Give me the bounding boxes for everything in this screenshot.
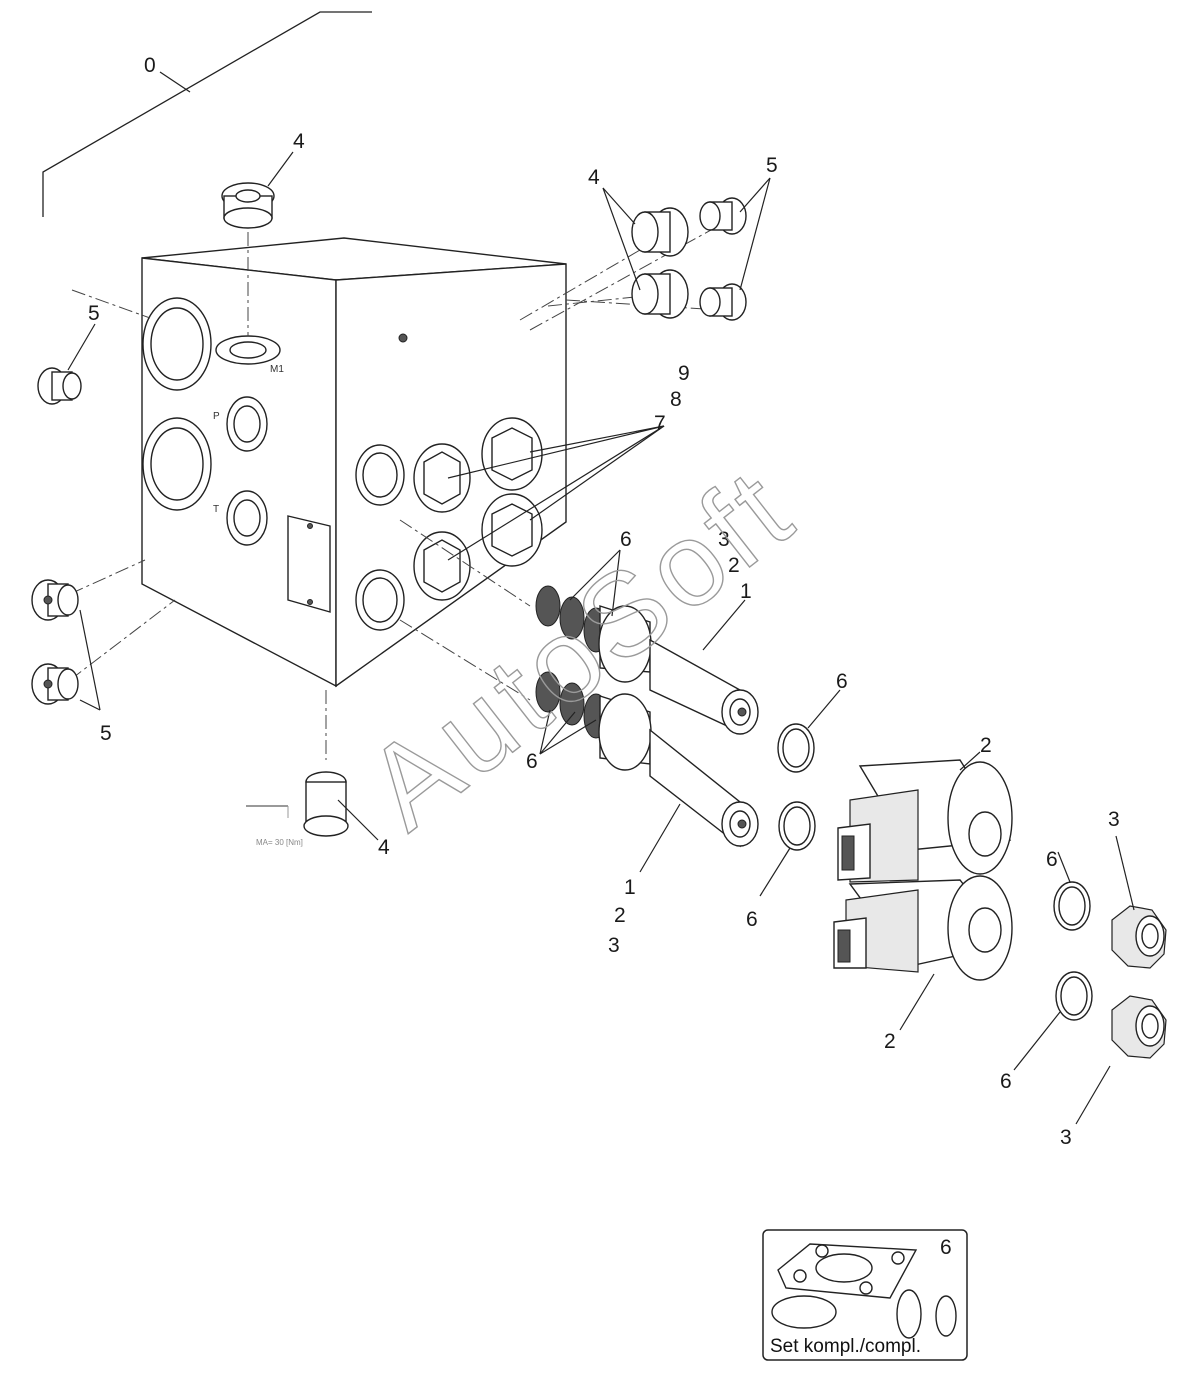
hex-plug [413,531,471,601]
o-ring-right-upper [1053,881,1091,931]
small-plug-left-bottom [31,663,79,705]
callout-1: 1 [740,580,752,603]
solenoid-coil-upper [837,759,1013,883]
callout-2: 2 [614,904,626,927]
port-label-m1: M1 [270,364,284,375]
callout-5: 5 [88,302,100,325]
callout-6: 6 [1046,848,1058,871]
callout-1: 1 [624,876,636,899]
knurled-nut-upper [1111,905,1167,969]
callout-6: 6 [1000,1070,1012,1093]
callout-3: 3 [608,934,620,957]
callout-7: 7 [654,412,666,435]
port-label-t: T [213,504,219,515]
callout-4: 4 [588,166,600,189]
seal-kit-box: 6 Set kompl./compl. [762,1229,968,1361]
callout-9: 9 [678,362,690,385]
callout-4: 4 [293,130,305,153]
callout-6: 6 [526,750,538,773]
o-ring-upper [777,723,815,773]
knurled-nut-lower [1111,995,1167,1059]
callout-6: 6 [746,908,758,931]
callout-6: 6 [620,528,632,551]
callout-3: 3 [1108,808,1120,831]
assembly-bracket [42,11,372,217]
cartridge-valve-upper [535,585,759,735]
callout-6: 6 [836,670,848,693]
callout-2: 2 [980,734,992,757]
plug-bottom [303,771,349,837]
callouts: 0 4 4 5 5 9 8 7 6 3 2 1 6 2 6 5 4 1 2 3 … [88,54,1120,1149]
small-plug-left-top [37,367,82,405]
plug-top [221,182,275,229]
center-lines [69,224,721,760]
plug-right-upper [631,207,689,257]
hex-plug [413,443,471,513]
leader-lines [67,151,1135,1125]
callout-2: 2 [884,1030,896,1053]
port-label-p: P [213,411,220,422]
solenoid-coil-lower [833,875,1013,981]
callout-0: 0 [144,54,156,77]
small-plug-right-upper [699,197,747,235]
hex-plug [481,417,543,491]
o-ring-right-lower [1055,971,1093,1021]
callout-5: 5 [100,722,112,745]
seal-kit-item-number: 6 [940,1236,952,1259]
cartridge-valve-lower [535,671,759,848]
seal-kit-label: Set kompl./compl. [770,1336,921,1357]
callout-5: 5 [766,154,778,177]
callout-4: 4 [378,836,390,859]
hex-plug [481,493,543,567]
callout-8: 8 [670,388,682,411]
callout-3: 3 [1060,1126,1072,1149]
o-ring-lower [778,801,816,851]
torque-note-text: MA= 30 [Nm] [256,838,303,847]
plug-right-lower [631,269,689,319]
callout-2: 2 [728,554,740,577]
small-plug-left-middle [31,579,79,621]
callout-3: 3 [718,528,730,551]
small-plug-right-lower [699,283,747,321]
valve-block: P T M1 [141,237,567,688]
torque-note: MA= 30 [Nm] [246,805,303,847]
